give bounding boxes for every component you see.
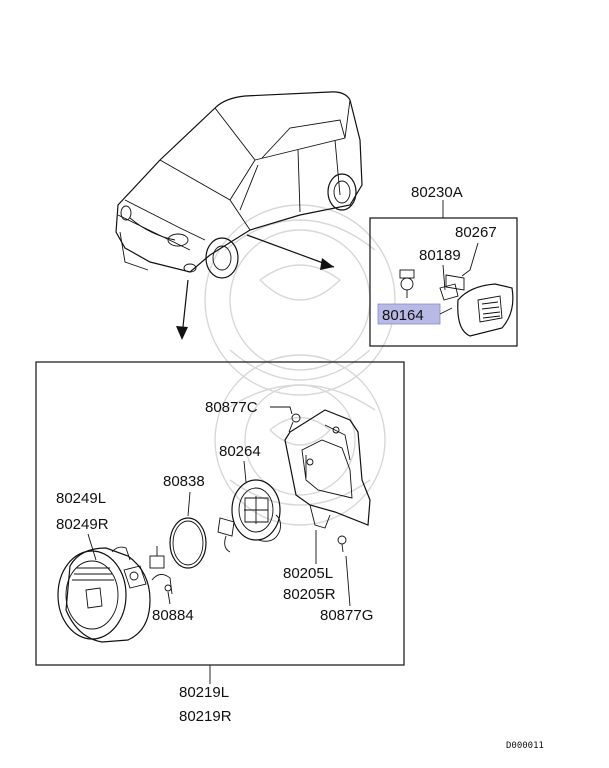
vehicle-illustration <box>115 91 363 279</box>
callout-80219R: 80219R <box>179 708 232 725</box>
leader-80249 <box>87 533 97 561</box>
fog-lamp-unit <box>57 546 151 643</box>
side-lamp-box <box>369 217 518 347</box>
bulb-80884 <box>149 546 173 595</box>
leader-80884 <box>167 591 171 605</box>
callout-80877C: 80877C <box>205 399 258 416</box>
arrow-head-fog-lamp <box>176 326 188 340</box>
leader-80267 <box>461 242 479 277</box>
leader-80877G <box>345 555 351 607</box>
callout-80884: 80884 <box>152 607 194 624</box>
side-lamp-socket <box>439 283 459 301</box>
callout-80205L: 80205L <box>283 565 333 582</box>
leader-80164 <box>439 307 453 315</box>
callout-80264: 80264 <box>219 443 261 460</box>
watermark-emblem <box>204 204 396 526</box>
screw-80877C <box>288 413 301 433</box>
callout-80164[interactable]: 80164 <box>382 307 424 324</box>
callout-80189: 80189 <box>419 247 461 264</box>
fog-lamp-box <box>35 361 405 666</box>
leader-80189 <box>442 264 446 291</box>
diagram-code: D000011 <box>506 741 544 751</box>
callout-80249L: 80249L <box>56 490 106 507</box>
callout-80877G: 80877G <box>320 607 373 624</box>
callout-80205R: 80205R <box>283 586 336 603</box>
callout-80249R: 80249R <box>56 516 109 533</box>
arrow-to-side-lamp <box>246 234 335 268</box>
callout-80838: 80838 <box>163 473 205 490</box>
screw-80877G <box>337 535 347 553</box>
bracket-80205 <box>284 409 371 529</box>
side-lamp-lens <box>457 283 514 337</box>
side-lamp-clip <box>445 274 465 291</box>
leader-80838 <box>187 491 191 517</box>
callout-80230A: 80230A <box>411 184 463 201</box>
arrow-head-side-lamp <box>320 258 334 270</box>
leader-80264 <box>243 460 247 483</box>
callout-80219L: 80219L <box>179 684 229 701</box>
gasket-80838 <box>169 517 207 569</box>
cover-80264 <box>217 479 281 553</box>
leader-80877C <box>270 406 293 415</box>
side-lamp-bulb <box>399 269 415 298</box>
callout-80267: 80267 <box>455 224 497 241</box>
